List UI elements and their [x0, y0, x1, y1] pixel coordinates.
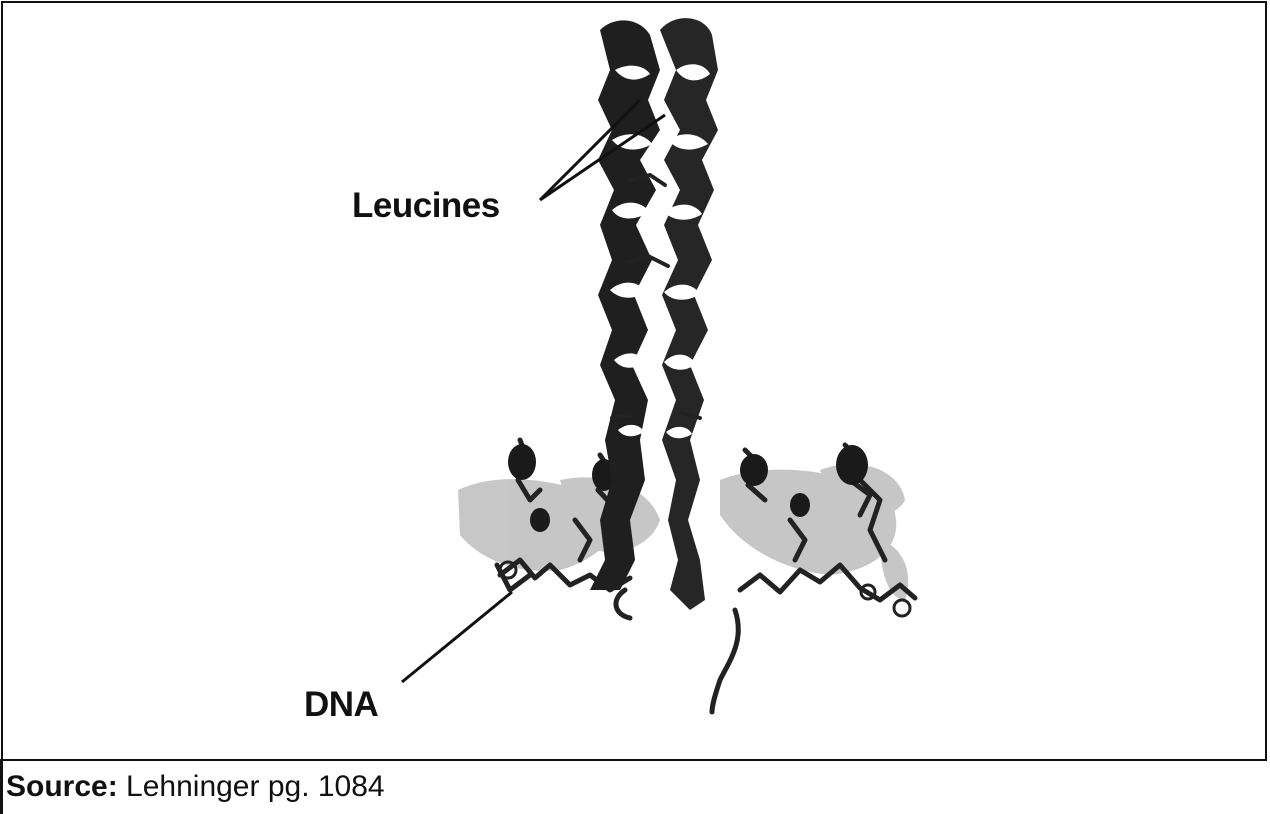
source-prefix: Source:: [6, 770, 118, 803]
leucines-label: Leucines: [352, 186, 500, 226]
source-text: Lehninger pg. 1084: [118, 770, 385, 803]
dna-label: DNA: [304, 685, 378, 725]
coiled-coil-protein: [590, 18, 738, 712]
source-caption: Source: Lehninger pg. 1084: [6, 770, 385, 804]
